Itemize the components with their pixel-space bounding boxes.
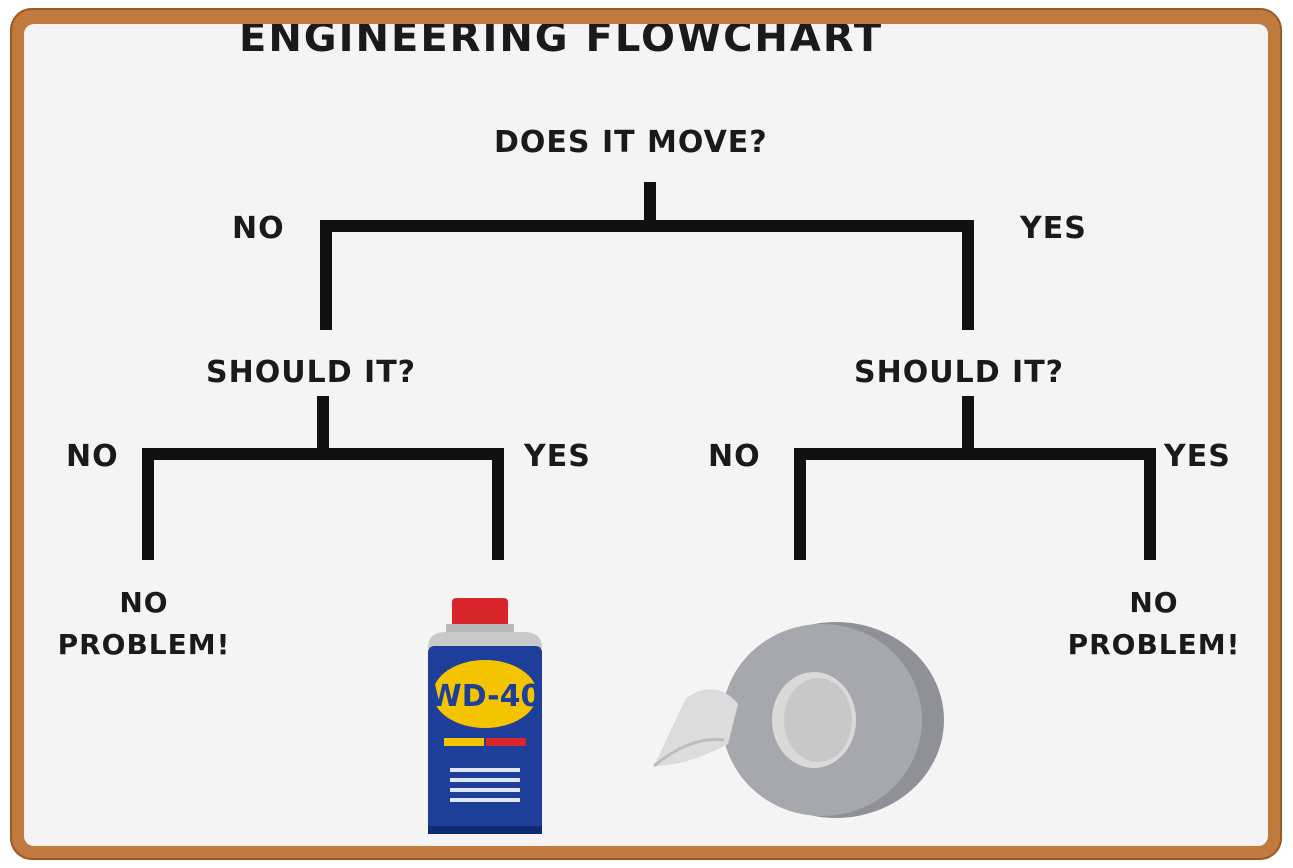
connector-line	[320, 220, 974, 232]
connector-line	[492, 448, 504, 560]
outcome-line-2: PROBLEM!	[57, 628, 231, 661]
connector-line	[142, 448, 504, 460]
left-question: SHOULD IT?	[206, 355, 417, 390]
connector-line	[962, 220, 974, 330]
wd40-brand-text: WD-40	[429, 679, 542, 714]
outcome-line-2: PROBLEM!	[1067, 628, 1241, 661]
connector-line	[794, 448, 806, 560]
outcome-no-problem-left: NO PROBLEM!	[34, 582, 254, 666]
left-yes-label: YES	[524, 439, 591, 474]
wd40-can-icon: WD-40	[428, 598, 542, 834]
outcome-line-1: NO	[119, 586, 169, 619]
root-question: DOES IT MOVE?	[494, 125, 768, 160]
connector-line	[1144, 448, 1156, 560]
flowchart-title: ENGINEERING FLOWCHART	[239, 24, 884, 61]
connector-line	[644, 182, 656, 222]
right-yes-label: YES	[1164, 439, 1231, 474]
right-no-label: NO	[708, 439, 761, 474]
outcome-line-1: NO	[1129, 586, 1179, 619]
connector-line	[142, 448, 154, 560]
flowchart-panel: ENGINEERING FLOWCHART DOES IT MOVE? NO Y…	[24, 24, 1268, 846]
connector-line	[962, 396, 974, 454]
duct-tape-icon	[653, 622, 944, 818]
top-yes-label: YES	[1020, 211, 1087, 246]
outcome-no-problem-right: NO PROBLEM!	[1044, 582, 1264, 666]
connector-line	[794, 448, 1156, 460]
connector-line	[320, 220, 332, 330]
right-question: SHOULD IT?	[854, 355, 1065, 390]
left-no-label: NO	[66, 439, 119, 474]
top-no-label: NO	[232, 211, 285, 246]
connector-line	[317, 396, 329, 454]
